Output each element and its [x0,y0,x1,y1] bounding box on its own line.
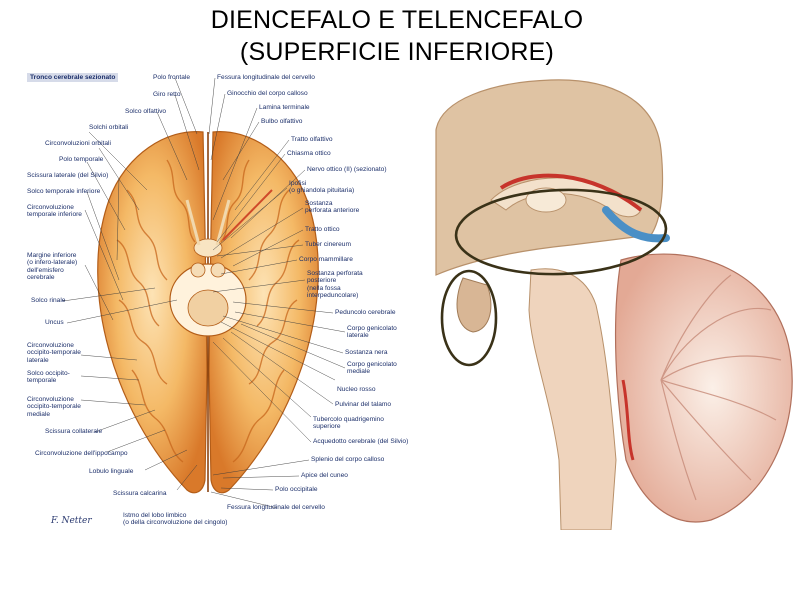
label-lamina-terminale: Lamina terminale [259,104,310,111]
label-scissura-collaterale: Scissura collaterale [45,428,102,435]
label-solco-temporale-inferiore: Solco temporale inferiore [27,188,100,195]
label-scissura-calcarina: Scissura calcarina [113,490,167,497]
cerebellum [616,254,793,522]
label-sostanza-perforata-anteriore: Sostanza perforata anteriore [305,200,359,215]
label-corpo-genicolato-laterale: Corpo genicolato laterale [347,325,397,340]
label-circonvoluzione-occipito-temporale-laterale: Circonvoluzione occipito-temporale later… [27,342,81,364]
label-fessura-longitudinale-bottom: Fessura longitudinale del cervello [227,504,325,511]
label-circonvoluzione-occipito-temporale-mediale: Circonvoluzione occipito-temporale media… [27,396,81,418]
label-solco-occipito-temporale: Solco occipito- temporale [27,370,70,385]
label-margine-inferiore: Margine inferiore (o infero-laterale) de… [27,252,77,282]
label-tubercolo-quadrigemino: Tubercolo quadrigemino superiore [313,416,384,431]
label-sostanza-perforata-posteriore: Sostanza perforata posteriore (nella fos… [307,270,363,300]
label-sostanza-nera: Sostanza nera [345,349,388,356]
label-corpo-mammillare: Corpo mammillare [299,256,353,263]
label-bulbo-olfattivo: Bulbo olfattivo [261,118,302,125]
label-polo-temporale: Polo temporale [59,156,103,163]
label-ipofisi: Ipofisi (o ghiandola pituitaria) [289,180,354,195]
label-tuber-cinereum: Tuber cinereum [305,241,351,248]
label-solco-rinale: Solco rinale [31,297,65,304]
label-pulvinar-talamo: Pulvinar del talamo [335,401,391,408]
label-scissura-laterale: Scissura laterale (del Silvio) [27,172,108,179]
label-splenio-corpo-calloso: Splenio del corpo calloso [311,456,384,463]
label-giro-retto: Giro retto [153,91,180,98]
label-peduncolo-cerebrale: Peduncolo cerebrale [335,309,395,316]
label-solchi-orbitali: Solchi orbitali [89,124,128,131]
label-apice-cuneo: Apice del cuneo [301,472,348,479]
label-polo-occipitale: Polo occipitale [275,486,318,493]
sagittal-view-figure [411,60,794,530]
label-solco-olfattivo: Solco olfattivo [125,108,166,115]
label-corpo-genicolato-mediale: Corpo genicolato mediale [347,361,397,376]
label-circonvoluzione-ippocampo: Circonvoluzione dell'ippocampo [35,450,128,457]
slide-title: DIENCEFALO E TELENCEFALO (SUPERFICIE INF… [0,4,794,68]
label-acquedotto-cerebrale: Acquedotto cerebrale (del Silvio) [313,438,408,445]
label-circonvoluzione-temporale-inferiore: Circonvoluzione temporale inferiore [27,204,82,219]
inferior-view-figure: Tronco cerebrale sezionato [27,70,410,528]
label-tratto-olfattivo: Tratto olfattivo [291,136,333,143]
label-polo-frontale: Polo frontale [153,74,190,81]
label-nervo-ottico: Nervo ottico (II) (sezionato) [307,166,387,173]
sagittal-brain-illustration [411,60,794,530]
label-ginocchio-corpo-calloso: Ginocchio del corpo calloso [227,90,308,97]
artist-signature: F. Netter [51,516,92,526]
label-istmo-lobo-limbico: Istmo del lobo limbico (o della circonvo… [123,512,227,527]
brainstem-sagittal [529,269,616,530]
label-circonvoluzioni-orbitali: Circonvoluzioni orbitali [45,140,111,147]
label-lobulo-linguale: Lobulo linguale [89,468,133,475]
label-nucleo-rosso: Nucleo rosso [337,386,375,393]
label-fessura-longitudinale-top: Fessura longitudinale del cervello [217,74,315,81]
label-tratto-ottico: Tratto ottico [305,226,340,233]
label-chiasma-ottico: Chiasma ottico [287,150,331,157]
label-uncus: Uncus [45,319,64,326]
title-line-1: DIENCEFALO E TELENCEFALO [0,4,794,36]
